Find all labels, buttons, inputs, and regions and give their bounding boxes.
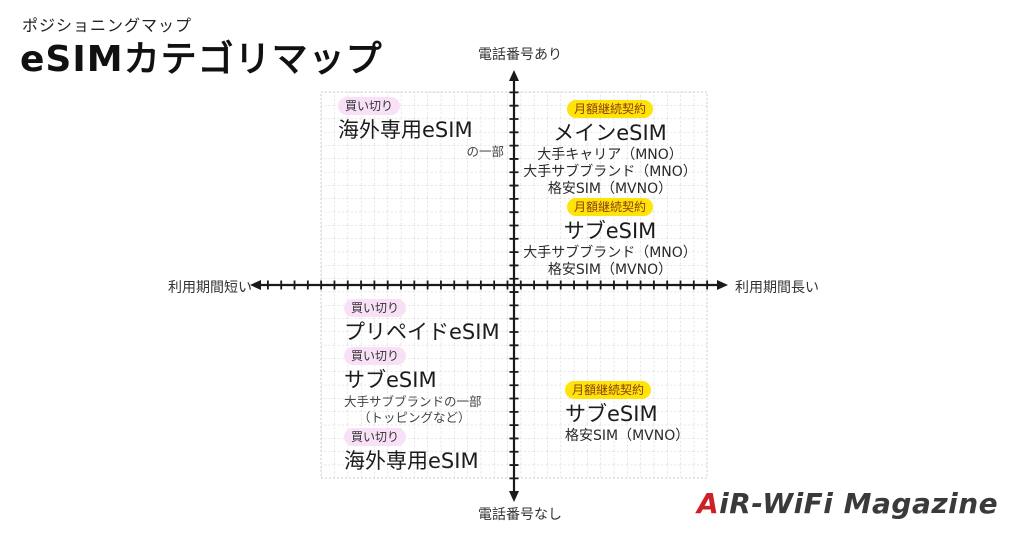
item-sub-label: （トッピングなど） [358,410,471,425]
axis-label-bottom: 電話番号なし [478,507,562,523]
quadrant-item-sub-esim-bottom-right: 月額継続契約 サブeSIM 格安SIM（MVNO） [565,379,689,445]
item-sub-label: 大手サブブランド（MNO） [523,245,697,261]
quadrant-item-sub-esim-upper-right: 月額継続契約 サブeSIM 大手サブブランド（MNO） 格安SIM（MVNO） [515,196,705,279]
page-title: eSIMカテゴリマップ [20,39,383,80]
page-subtitle: ポジショニングマップ [22,16,193,35]
item-sub-label: 格安SIM（MVNO） [547,181,673,197]
quadrant-item-main-esim: 月額継続契約 メインeSIM 大手キャリア（MNO） 大手サブブランド（MNO）… [515,98,705,198]
item-sub-label: 格安SIM（MVNO） [565,428,690,444]
item-label: 海外専用eSIM [344,449,479,473]
item-label: 海外専用eSIM [338,118,473,142]
item-sub-label: 大手サブブランド（MNO） [523,164,697,180]
quadrant-item-prepaid-esim: 買い切り プリペイドeSIM [344,297,500,346]
arrow-down-icon [509,491,519,502]
quadrant-item-sub-esim-bottom-left: 買い切り サブeSIM 大手サブブランドの一部 （トッピングなど） [344,345,482,426]
item-label: プリペイドeSIM [344,320,500,344]
quadrant-item-overseas-esim-bottom: 買い切り 海外専用eSIM [344,426,479,475]
item-label: サブeSIM [563,219,657,243]
item-sub-label: 大手キャリア（MNO） [537,147,683,163]
logo-rest: iR-WiFi Magazine [719,487,999,520]
badge-one-time-purchase: 買い切り [344,347,407,365]
badge-monthly-subscription: 月額継続契約 [566,100,653,118]
badge-one-time-purchase: 買い切り [344,428,407,446]
item-note: の一部 [466,144,504,159]
axis-label-top: 電話番号あり [478,47,562,63]
axis-label-right: 利用期間長い [735,280,819,296]
quadrant-item-overseas-esim-top: 買い切り 海外専用eSIM の一部 [338,95,508,160]
air-wifi-magazine-logo: AiR-WiFi Magazine [697,487,998,520]
logo-first-letter: A [697,487,720,520]
item-sub-label: 格安SIM（MVNO） [547,262,673,278]
item-sub-label: 大手サブブランドの一部 [344,394,482,409]
item-label: メインeSIM [553,121,667,145]
arrow-right-icon [717,280,728,290]
arrow-up-icon [509,70,519,81]
axis-label-left: 利用期間短い [168,280,252,296]
badge-monthly-subscription: 月額継続契約 [566,198,653,216]
item-label: サブeSIM [565,402,658,426]
badge-one-time-purchase: 買い切り [344,299,407,317]
arrow-left-icon [250,280,261,290]
badge-one-time-purchase: 買い切り [338,97,401,115]
badge-monthly-subscription: 月額継続契約 [565,381,652,399]
item-label: サブeSIM [344,368,437,392]
